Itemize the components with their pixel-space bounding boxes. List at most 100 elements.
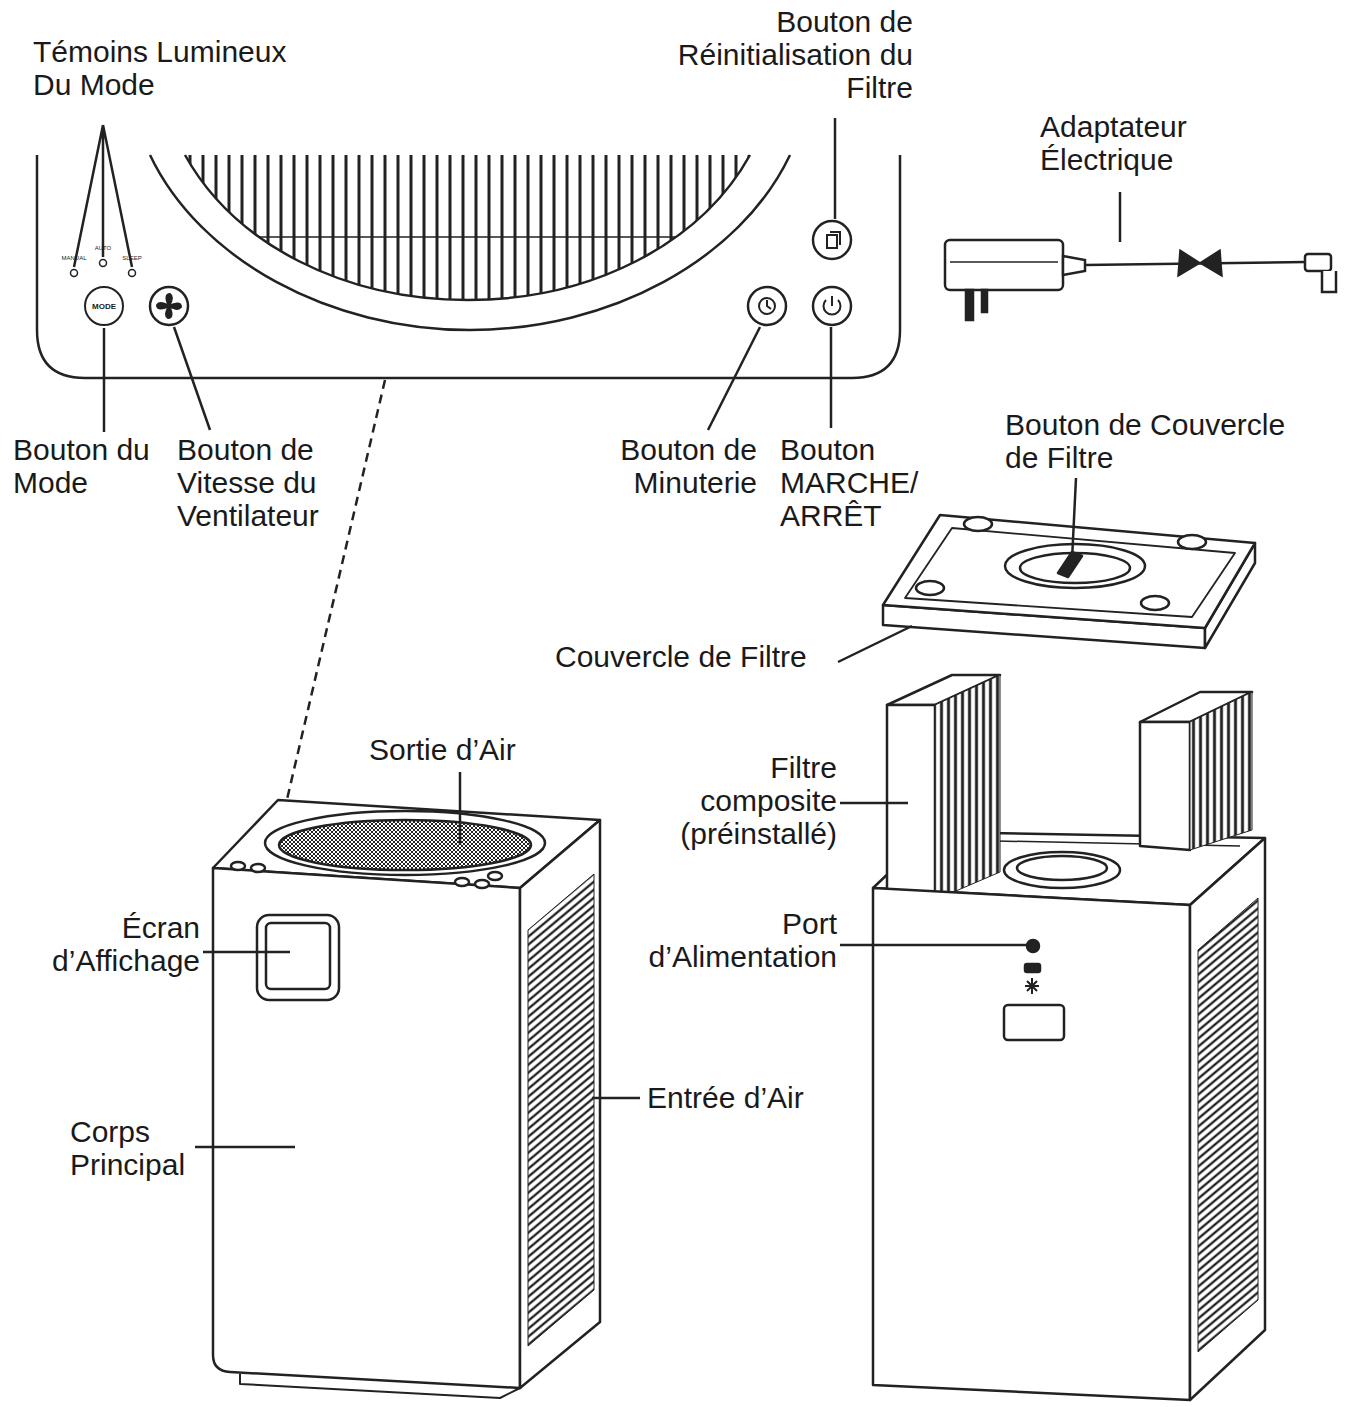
power-adapter [945, 240, 1336, 320]
leader-line [1119, 192, 1122, 242]
part-label: Bouton de Vitesse du Ventilateur [177, 433, 352, 532]
part-label: Corps Principal [70, 1115, 220, 1181]
power-port [1027, 940, 1039, 952]
grille-bars [190, 155, 749, 302]
filter-reset-button [813, 221, 851, 259]
leader-line [840, 802, 908, 805]
part-label: Filtre composite (préinstallé) [662, 751, 837, 850]
leader-lines [195, 478, 1076, 1147]
control-panel [37, 155, 900, 378]
timer-symbol [759, 298, 775, 314]
air-intake-vent [528, 874, 594, 1346]
top-button [251, 864, 265, 872]
air-intake-vent [1198, 898, 1258, 1352]
part-label: Bouton de Minuterie [597, 433, 757, 499]
part-label: Adaptateur Électrique [1040, 110, 1240, 176]
power-symbol [823, 296, 840, 315]
leader-line [838, 626, 912, 662]
adapter-edge [950, 261, 1058, 263]
leader-line [74, 125, 132, 267]
leader-line [459, 772, 462, 845]
plug-body [1305, 254, 1331, 271]
part-label: Port d’Alimentation [627, 907, 837, 973]
lid-hole [1005, 544, 1145, 588]
body-side [520, 820, 600, 1388]
main-body [213, 800, 600, 1398]
outlet-mesh [279, 820, 531, 870]
part-label: Bouton MARCHE/ ARRÊT [780, 433, 940, 532]
indicator-label: MANUAL [54, 255, 94, 262]
top-button [475, 880, 489, 888]
body-front [873, 888, 1190, 1400]
fan-ring [1004, 852, 1120, 888]
adapter-prong [982, 290, 987, 312]
rating-plate [1004, 1005, 1064, 1040]
lid-hole-inner [1020, 553, 1130, 583]
fan-ring-inner [1017, 856, 1107, 880]
lid-foot [916, 581, 944, 595]
part-label: Couvercle de Filtre [555, 640, 855, 673]
lid-raised-face [905, 528, 1235, 617]
lid-knob [1058, 552, 1082, 577]
fan-speed-button [150, 287, 188, 325]
filter-reset-symbol [827, 232, 840, 248]
part-label: Bouton du Mode [13, 433, 178, 499]
part-label: Écran d’Affichage [20, 911, 200, 977]
leader-line [103, 328, 106, 432]
outlet-rim [265, 811, 545, 875]
body-side [1190, 838, 1265, 1400]
display-frame [257, 915, 339, 1000]
filter-lid [883, 515, 1255, 648]
adapter-body [945, 240, 1063, 290]
top-button [231, 862, 245, 870]
fan-symbol [157, 294, 181, 318]
leader-line [1072, 478, 1076, 560]
lid-top [883, 515, 1255, 628]
part-label: Sortie d’Air [369, 733, 589, 766]
cord-tie [1178, 250, 1222, 276]
leader-line [840, 944, 1027, 947]
filter-side [1190, 692, 1252, 850]
body-front [213, 868, 520, 1388]
button-text: MODE [92, 302, 116, 311]
indicator-lamp [100, 260, 107, 267]
part-label: Témoins Lumineux Du Mode [33, 35, 308, 101]
filter-side [935, 675, 1000, 900]
leader-line [203, 951, 290, 954]
mode-indicators [71, 260, 136, 277]
port-icon [1025, 964, 1040, 972]
filter-front [1140, 722, 1190, 850]
top-button [488, 872, 502, 880]
lid-foot [964, 517, 992, 531]
body-base [240, 1374, 520, 1398]
timer-button [748, 287, 786, 325]
grille-frame [200, 236, 740, 238]
panel-outline [37, 155, 900, 378]
part-label: Bouton de Couvercle de Filtre [1005, 408, 1290, 474]
leader-line [830, 327, 833, 428]
top-button [455, 878, 469, 886]
outlet-grille [190, 155, 749, 302]
indicator-lamp [71, 270, 78, 277]
plug-tip [1322, 271, 1336, 292]
adapter-prong [966, 290, 973, 320]
port-icon [1025, 978, 1039, 994]
mode-button: MODE [84, 286, 124, 326]
lid-foot [1141, 596, 1169, 610]
strain-relief [1063, 256, 1085, 275]
leader-line [834, 118, 837, 219]
lid-foot [1178, 535, 1206, 549]
leader-line [708, 327, 760, 430]
power-button [813, 287, 851, 325]
indicator-lamp [129, 270, 136, 277]
indicator-label: SLEEP [112, 255, 152, 262]
panel-buttons [150, 221, 851, 325]
leader-line [195, 1146, 295, 1149]
part-label: Bouton de Réinitialisation du Filtre [653, 5, 913, 104]
outlet-inner-rim [185, 155, 750, 300]
display-screen [266, 923, 330, 989]
indicator-label: AUTO [83, 245, 123, 252]
timer-hands [767, 300, 771, 309]
